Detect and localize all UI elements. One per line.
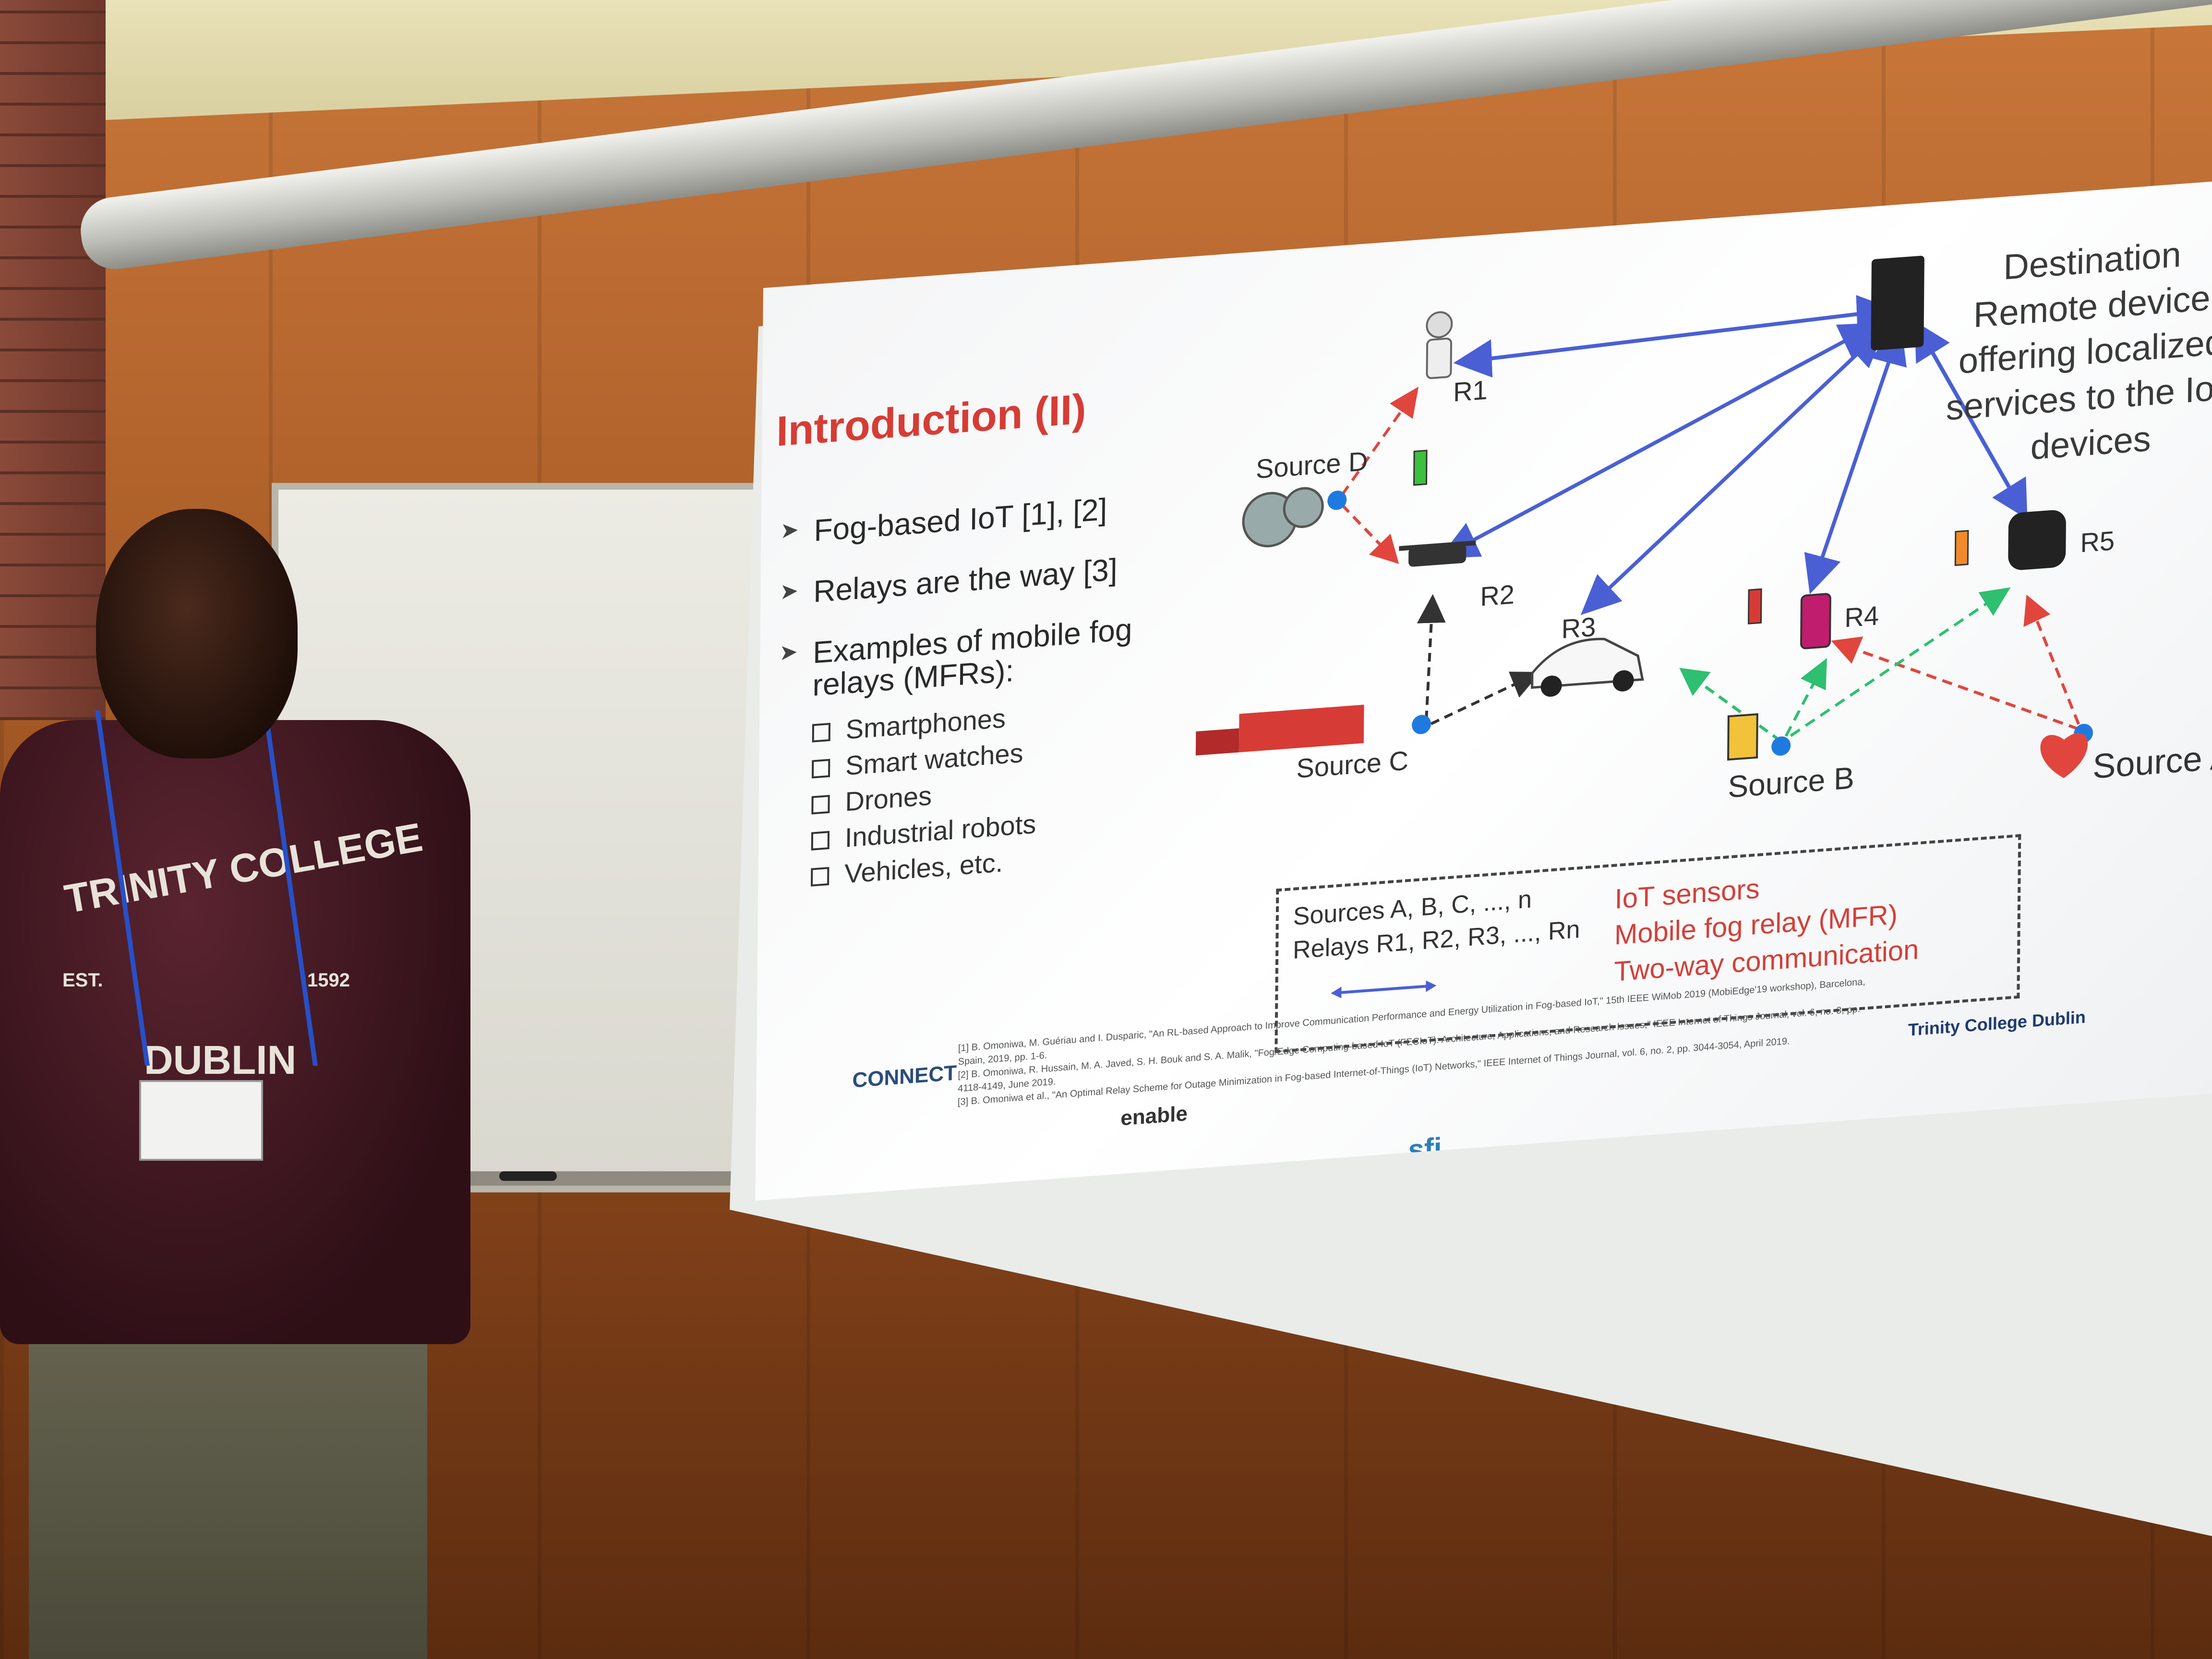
smartphone-icon bbox=[1800, 593, 1831, 649]
drone-icon bbox=[1399, 540, 1476, 567]
legend-left: Sources A, B, C, ..., n Relays R1, R2, R… bbox=[1293, 879, 1580, 967]
car-icon bbox=[1531, 637, 1644, 697]
presenter-head bbox=[96, 509, 298, 758]
fog-relay-diagram: Destination Remote device offering local… bbox=[1179, 179, 2212, 977]
source-d-node bbox=[1327, 491, 1347, 510]
diagram-legend: Sources A, B, C, ..., n Relays R1, R2, R… bbox=[1274, 834, 2021, 1053]
shirt-text-year: 1592 bbox=[307, 970, 350, 991]
shirt-text-est: EST. bbox=[62, 970, 103, 991]
battery-full-icon bbox=[1413, 449, 1428, 486]
brick-column bbox=[0, 0, 106, 720]
destination-label: Destination Remote device offering local… bbox=[1946, 234, 2212, 467]
presentation-slide: Introduction (II) Fog-based IoT [1], [2]… bbox=[755, 179, 2212, 1201]
battery-medium-icon bbox=[1954, 529, 1969, 566]
cog-cloud-icon bbox=[1242, 487, 1324, 548]
diagram-arrows bbox=[1195, 255, 2093, 778]
truck-icon bbox=[1195, 705, 1364, 756]
slide-title: Introduction (II) bbox=[776, 385, 1086, 456]
relay-label-r5: R5 bbox=[2080, 525, 2115, 558]
connect-logo: CONNECT bbox=[852, 1061, 957, 1093]
tcd-logo: Trinity College Dublin bbox=[1908, 1007, 2086, 1040]
shirt-text-bottom: DUBLIN bbox=[144, 1037, 297, 1082]
enable-logo: enable bbox=[1120, 1102, 1188, 1130]
bullet-mfr-examples: Examples of mobile fog relays (MFRs): bbox=[779, 611, 1163, 704]
mfr-example-list: Smartphones Smart watches Drones Industr… bbox=[811, 692, 1148, 897]
smartwatch-icon bbox=[2008, 510, 2066, 570]
relay-label-r2: R2 bbox=[1480, 579, 1515, 612]
relay-label-r4: R4 bbox=[1844, 600, 1879, 633]
traffic-light-icon bbox=[1727, 713, 1758, 761]
server-icon bbox=[1871, 255, 1924, 350]
relay-label-r1: R1 bbox=[1453, 374, 1488, 408]
heart-sensor-icon bbox=[2040, 733, 2088, 778]
name-badge bbox=[139, 1080, 263, 1161]
bullet-fog-iot: Fog-based IoT [1], [2] bbox=[780, 489, 1165, 550]
legend-right: IoT sensors Mobile fog relay (MFR) Two-w… bbox=[1614, 859, 1920, 990]
presenter: TRINITY COLLEGE EST. 1592 DUBLIN bbox=[0, 0, 576, 1659]
legend-two-way-arrow-icon bbox=[1331, 980, 1437, 998]
battery-low-icon bbox=[1747, 588, 1762, 625]
bullet-relays: Relays are the way [3] bbox=[780, 550, 1164, 611]
presenter-shirt: TRINITY COLLEGE EST. 1592 DUBLIN bbox=[0, 720, 470, 1344]
source-c-node bbox=[1412, 715, 1431, 734]
relay-label-r3: R3 bbox=[1561, 611, 1596, 644]
source-b-node bbox=[1771, 736, 1791, 756]
marker-pen bbox=[499, 1171, 557, 1181]
robot-icon bbox=[1426, 311, 1453, 379]
